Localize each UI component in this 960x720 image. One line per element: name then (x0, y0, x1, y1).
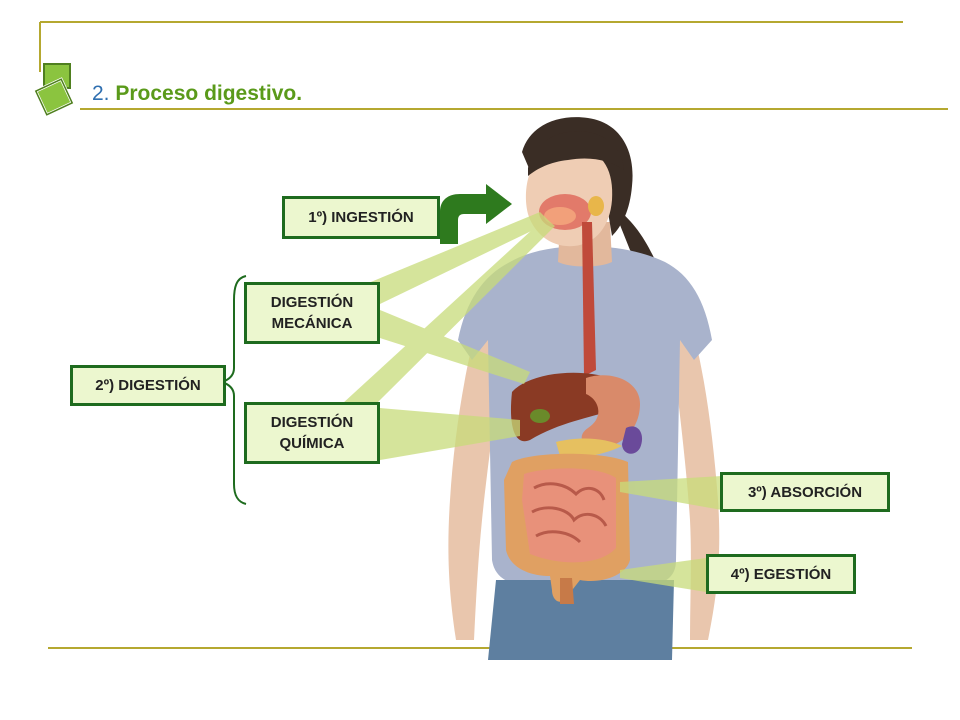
absorption-label: 3º) ABSORCIÓN (720, 472, 890, 512)
person-illustration (448, 117, 720, 660)
chemical-digestion-label: DIGESTIÓN QUÍMICA (244, 402, 380, 464)
mechanical-digestion-label: DIGESTIÓN MECÁNICA (244, 282, 380, 344)
ingestion-text: 1º) INGESTIÓN (308, 209, 414, 226)
absorption-text: 3º) ABSORCIÓN (747, 483, 863, 501)
highlight-beams (342, 212, 722, 592)
egestion-label: 4º) EGESTIÓN (706, 554, 856, 594)
chemical-line2: QUÍMICA (279, 435, 345, 452)
title-number: 2. (92, 82, 110, 105)
chemical-line1: DIGESTIÓN (270, 414, 354, 431)
mechanical-line1: DIGESTIÓN (270, 294, 354, 311)
curved-arrow-icon (440, 184, 512, 244)
mechanical-line2: MECÁNICA (271, 315, 353, 332)
digestion-text: 2º) DIGESTIÓN (95, 377, 201, 394)
egestion-text: 4º) EGESTIÓN (730, 565, 832, 583)
title-squares-icon (33, 63, 75, 117)
ingestion-label: 1º) INGESTIÓN (282, 196, 440, 239)
page-title: 2. Proceso digestivo. (92, 82, 302, 106)
title-text: Proceso digestivo. (115, 82, 303, 105)
digestion-label: 2º) DIGESTIÓN (70, 365, 226, 406)
